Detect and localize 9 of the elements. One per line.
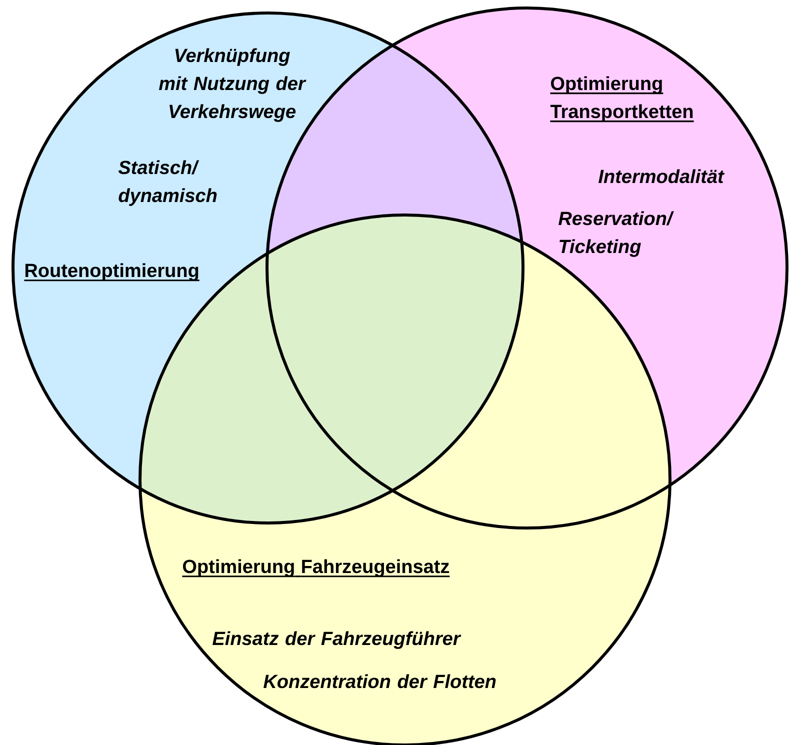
item-text: Reservation/ Ticketing [558,211,674,257]
item-text: Verknüpfung mit Nutzung der Verkehrswege [158,48,306,122]
item-text: Statisch/ dynamisch [118,160,217,206]
item-text: Konzentration der Flotten [264,674,496,688]
heading: Optimierung Fahrzeugeinsatz [182,559,450,578]
heading: Routenoptimierung [24,263,200,282]
heading: Optimierung Transportketten [550,76,694,122]
item-text: Einsatz der Fahrzeugführer [212,631,462,649]
item-text: Intermodalität [598,169,724,184]
